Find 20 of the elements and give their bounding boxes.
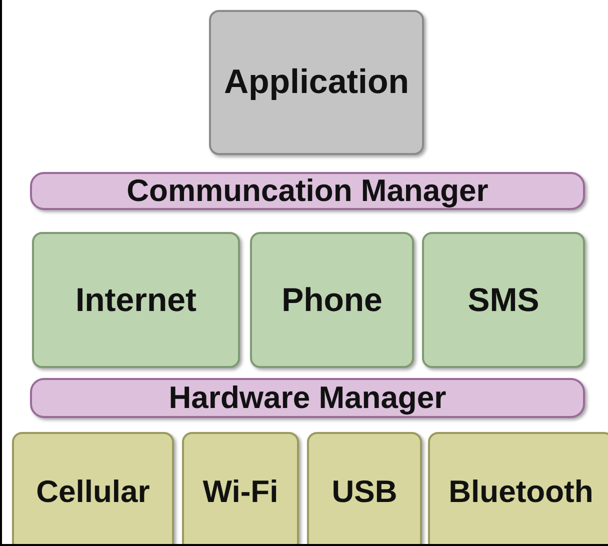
layer-label: Bluetooth [448,476,594,508]
layer-label: Phone [282,282,382,318]
layer-label: USB [332,476,398,508]
layer-label: Internet [75,282,196,318]
layer-bar [30,172,585,210]
module-box [12,432,174,544]
module-box [250,232,414,368]
module-box [428,432,608,544]
layer-label: SMS [468,282,540,318]
module-box [422,232,585,368]
module-box [307,432,422,544]
module-box [182,432,299,544]
layer-label: Cellular [36,476,150,508]
layer-box [209,10,424,155]
module-box [32,232,240,368]
layer-bar [30,378,585,418]
layer-label: Wi-Fi [202,476,278,508]
layer-label: Application [224,64,410,100]
layer-label: Communcation Manager [126,174,488,208]
layer-label: Hardware Manager [168,382,446,414]
